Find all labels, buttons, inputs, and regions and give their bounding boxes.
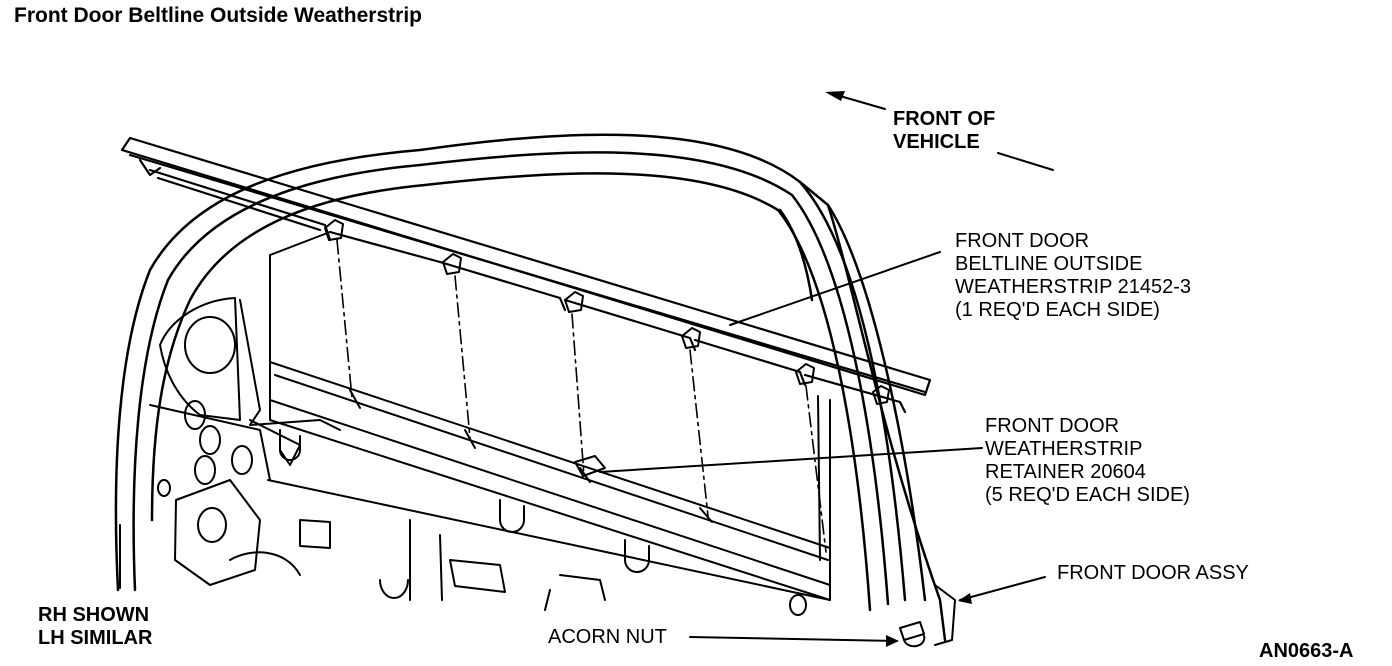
door-assy-arrow-head [958, 593, 972, 604]
retainer-label: FRONT DOOR WEATHERSTRIP RETAINER 20604 (… [985, 415, 1190, 506]
leader-lines [119, 95, 1054, 642]
arrow-heads [825, 91, 972, 647]
alignment-lines [336, 239, 827, 553]
acorn-nut-arrow-head [886, 635, 899, 647]
door-lower-structure [149, 297, 831, 616]
rh-shown-label: RH SHOWN LH SIMILAR [38, 604, 153, 649]
figure-id-label: AN0663-A [1259, 640, 1354, 662]
door-outer-frame [114, 133, 947, 642]
door-assy-label: FRONT DOOR ASSY [1057, 562, 1249, 584]
diagram-title: Front Door Beltline Outside Weatherstrip [14, 4, 422, 27]
acorn-nut-label: ACORN NUT [548, 626, 667, 648]
front-of-vehicle-label: FRONT OF VEHICLE [893, 108, 996, 153]
door-inner-panel [269, 231, 831, 601]
front-direction-arrow-head [825, 91, 845, 101]
weatherstrip-label: FRONT DOOR BELTLINE OUTSIDE WEATHERSTRIP… [955, 230, 1192, 321]
retainer-clips [324, 219, 890, 405]
beltline-weatherstrip [120, 136, 932, 414]
acorn-nut-shape [899, 584, 956, 648]
